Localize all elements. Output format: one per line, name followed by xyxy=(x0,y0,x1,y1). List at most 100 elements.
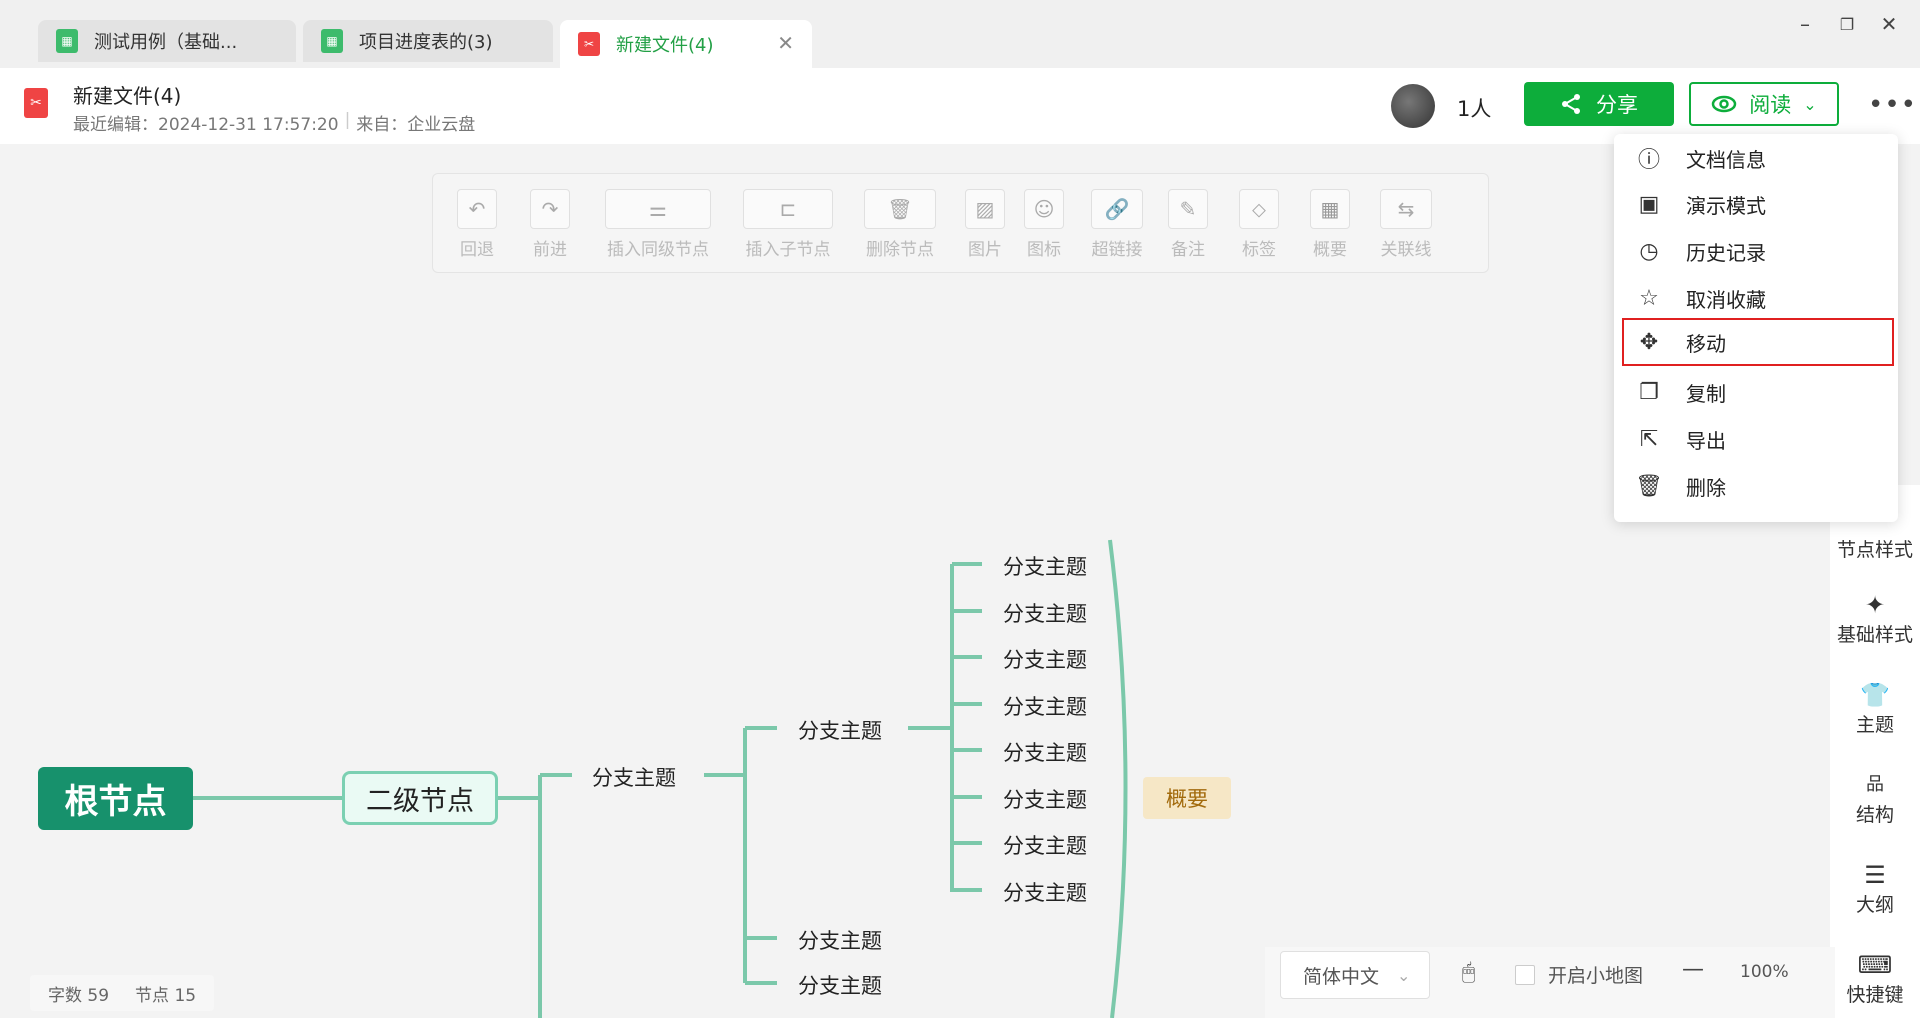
collaborator-count[interactable]: 1人 xyxy=(1457,97,1492,121)
branch-node[interactable]: 分支主题 xyxy=(1003,788,1087,812)
note-button[interactable]: ✎ 备注 xyxy=(1168,189,1208,260)
share-icon xyxy=(1562,94,1580,114)
menu-item-document-info[interactable]: ⓘ 文档信息 xyxy=(1614,136,1898,180)
shortcuts-panel-button[interactable]: ⌨ 快捷键 xyxy=(1830,950,1920,1007)
branch-node[interactable]: 分支主题 xyxy=(798,929,882,953)
branch-node[interactable]: 分支主题 xyxy=(1003,555,1087,579)
root-node[interactable]: 根节点 xyxy=(38,767,193,830)
share-label: 分享 xyxy=(1596,93,1638,117)
language-value: 简体中文 xyxy=(1303,965,1380,988)
insert-sibling-node-button[interactable]: ⚌插入同级节点 xyxy=(605,189,711,260)
zoom-level: 100% xyxy=(1740,962,1789,982)
emoji-icon: ☺ xyxy=(1024,189,1064,229)
summary-node[interactable]: 概要 xyxy=(1143,777,1231,819)
branch-node[interactable]: 分支主题 xyxy=(592,766,676,790)
branch-node[interactable]: 分支主题 xyxy=(1003,602,1087,626)
summary-button[interactable]: ▦概要 xyxy=(1310,189,1350,260)
menu-item-export[interactable]: ⇱ 导出 xyxy=(1614,417,1898,461)
chevron-down-icon: ⌄ xyxy=(1803,94,1817,114)
insert-child-node-button[interactable]: ⊏插入子节点 xyxy=(743,189,833,260)
delete-node-button[interactable]: 🗑删除节点 xyxy=(864,189,936,260)
presentation-icon: ▣ xyxy=(1638,191,1660,217)
close-tab-icon[interactable]: ✕ xyxy=(777,31,794,55)
avatar[interactable] xyxy=(1391,84,1435,128)
redo-button[interactable]: ↷前进 xyxy=(530,189,570,260)
tab-bar: ▦ 测试用例（基础... ▦ 项目进度表的(3) ✂ 新建文件(4) ✕ – ❐… xyxy=(0,0,1920,68)
tool-label: 备注 xyxy=(1171,240,1205,260)
note-icon: ✎ xyxy=(1168,189,1208,229)
format-side-panel: 节点样式 ✦ 基础样式 👕 主题 品 结构 ☰ 大纲 ⌨ 快捷键 xyxy=(1830,485,1920,1018)
language-select[interactable]: 简体中文 ⌄ xyxy=(1280,951,1430,999)
basic-style-panel-button[interactable]: ✦ 基础样式 xyxy=(1830,590,1920,647)
bottom-control-bar: 简体中文 ⌄ 🖱 开启小地图 — 100% xyxy=(1265,947,1835,1018)
word-count-value: 59 xyxy=(87,985,110,1006)
restore-icon[interactable]: ❐ xyxy=(1839,15,1855,34)
tab-new-file[interactable]: ✂ 新建文件(4) ✕ xyxy=(560,20,812,68)
level2-node[interactable]: 二级节点 xyxy=(342,771,498,825)
tab-label: 新建文件(4) xyxy=(616,35,714,56)
menu-item-copy[interactable]: ❐ 复制 xyxy=(1614,370,1898,414)
word-count-status: 字数 59 节点 15 xyxy=(30,975,215,1011)
tool-label: 插入同级节点 xyxy=(607,240,709,260)
node-count-label: 节点 xyxy=(135,985,170,1006)
hyperlink-button[interactable]: 🔗超链接 xyxy=(1091,189,1143,260)
outline-panel-button[interactable]: ☰ 大纲 xyxy=(1830,860,1920,917)
icon-button[interactable]: ☺图标 xyxy=(1024,189,1064,260)
file-meta: 最近编辑：2024-12-31 17:57:20 | 来自：企业云盘 xyxy=(73,110,475,135)
tag-button[interactable]: ⬦标签 xyxy=(1239,189,1279,260)
tool-label: 标签 xyxy=(1242,240,1276,260)
node-style-panel-button[interactable]: 节点样式 xyxy=(1830,535,1920,562)
file-title[interactable]: 新建文件(4) xyxy=(73,84,182,108)
branch-node[interactable]: 分支主题 xyxy=(1003,881,1087,905)
minimize-icon[interactable]: – xyxy=(1800,12,1810,36)
mindmap-file-icon: ✂ xyxy=(24,88,48,118)
read-label: 阅读 xyxy=(1749,93,1792,117)
link-icon: 🔗 xyxy=(1091,189,1143,229)
source-value: 企业云盘 xyxy=(407,115,476,135)
branch-node[interactable]: 分支主题 xyxy=(1003,695,1087,719)
tab-label: 项目进度表的(3) xyxy=(359,32,493,53)
export-icon: ⇱ xyxy=(1639,426,1659,452)
relation-line-button[interactable]: ⇆关联线 xyxy=(1380,189,1432,260)
node-count-value: 15 xyxy=(174,985,197,1006)
window-close-icon[interactable]: ✕ xyxy=(1880,12,1898,36)
read-mode-button[interactable]: 阅读 ⌄ xyxy=(1689,82,1839,126)
last-edit-label: 最近编辑： xyxy=(73,115,158,135)
branch-node[interactable]: 分支主题 xyxy=(798,974,882,998)
more-options-button[interactable]: ••• xyxy=(1868,90,1918,120)
mouse-icon[interactable]: 🖱 xyxy=(1462,960,1476,985)
zoom-out-button[interactable]: — xyxy=(1682,957,1704,982)
tab-test-cases[interactable]: ▦ 测试用例（基础... xyxy=(38,20,296,62)
move-icon: ✥ xyxy=(1639,329,1659,355)
minimap-checkbox[interactable] xyxy=(1515,965,1535,985)
divider: | xyxy=(344,110,351,130)
branch-node[interactable]: 分支主题 xyxy=(798,719,882,743)
undo-button[interactable]: ↶回退 xyxy=(457,189,497,260)
mindmap-canvas[interactable] xyxy=(0,144,1920,1018)
branch-node[interactable]: 分支主题 xyxy=(1003,834,1087,858)
theme-panel-button[interactable]: 👕 主题 xyxy=(1830,680,1920,737)
tab-project-progress[interactable]: ▦ 项目进度表的(3) xyxy=(303,20,553,62)
menu-item-delete[interactable]: 🗑 删除 xyxy=(1614,464,1898,508)
keyboard-icon: ⌨ xyxy=(1857,951,1893,979)
branch-node[interactable]: 分支主题 xyxy=(1003,741,1087,765)
minimap-label: 开启小地图 xyxy=(1548,965,1644,987)
branch-node[interactable]: 分支主题 xyxy=(1003,648,1087,672)
menu-item-move[interactable]: ✥ 移动 xyxy=(1622,318,1894,366)
image-button[interactable]: ▨图片 xyxy=(965,189,1005,260)
menu-item-history[interactable]: ◷ 历史记录 xyxy=(1614,229,1898,273)
tab-label: 测试用例（基础... xyxy=(94,32,238,53)
menu-item-presentation[interactable]: ▣ 演示模式 xyxy=(1614,182,1898,226)
outline-icon: ☰ xyxy=(1864,861,1886,889)
child-node-icon: ⊏ xyxy=(743,189,833,229)
menu-item-label: 取消收藏 xyxy=(1686,287,1766,312)
structure-icon: 品 xyxy=(1866,774,1884,795)
side-label: 大纲 xyxy=(1855,894,1894,916)
menu-item-unfavorite[interactable]: ☆ 取消收藏 xyxy=(1614,276,1898,320)
redo-icon: ↷ xyxy=(530,189,570,229)
share-button[interactable]: 分享 xyxy=(1524,82,1674,126)
structure-panel-button[interactable]: 品 结构 xyxy=(1830,770,1920,827)
side-label: 基础样式 xyxy=(1836,624,1913,646)
relation-line-icon: ⇆ xyxy=(1380,189,1432,229)
source-label: 来自： xyxy=(356,115,408,135)
